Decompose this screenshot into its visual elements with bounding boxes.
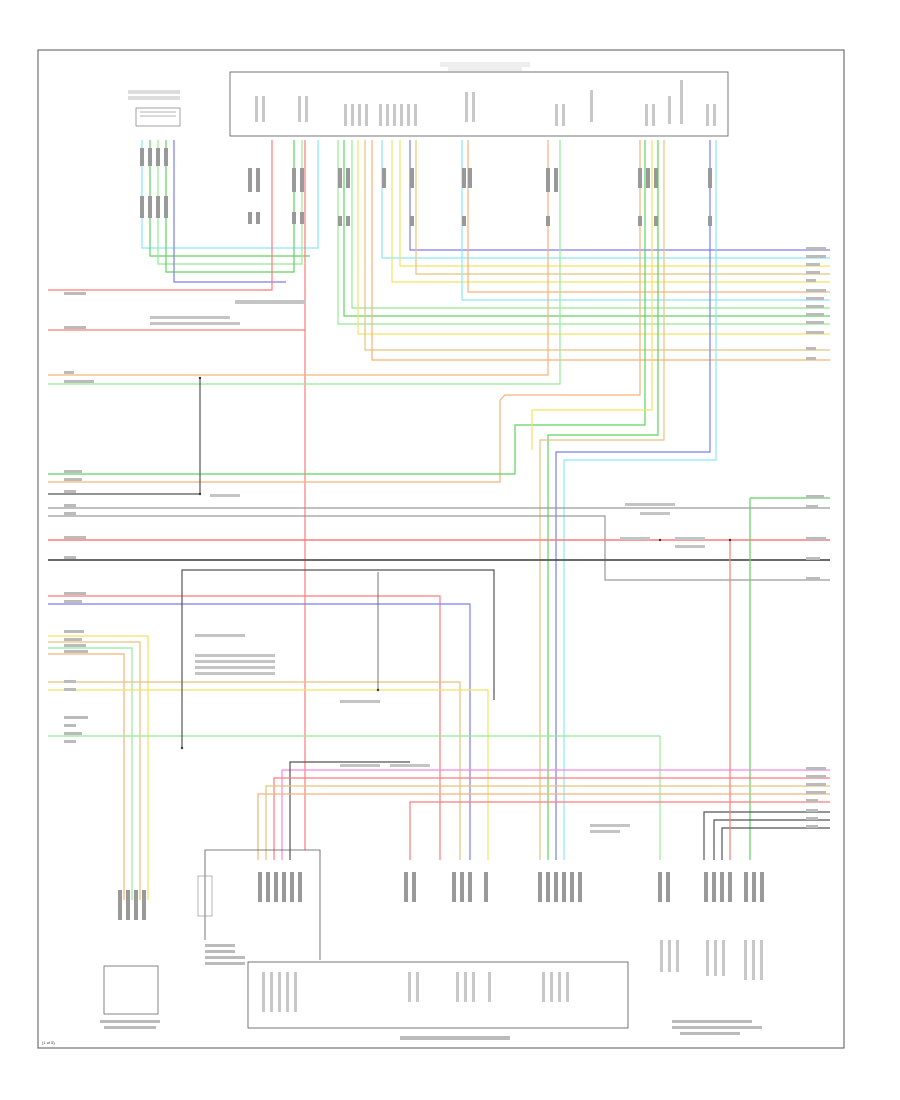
fuse-box: [197, 849, 321, 965]
top-pin-labels: [255, 80, 716, 126]
left-wire-labels: [64, 292, 94, 743]
splice-labels: [150, 300, 705, 833]
page-code: (1 of 5): [42, 1040, 55, 1045]
diagram-frame: [37, 49, 845, 1049]
bottom-control-module: [247, 872, 629, 1040]
wire-connectors: [140, 148, 712, 226]
bottom-right-module: [658, 872, 764, 1035]
bottom-left-module: [100, 890, 160, 1029]
top-left-sensor: [128, 90, 181, 127]
splice-dots: [180, 376, 732, 750]
top-module-box: [229, 62, 729, 137]
wires: [48, 140, 830, 900]
right-wire-labels: [806, 247, 826, 828]
